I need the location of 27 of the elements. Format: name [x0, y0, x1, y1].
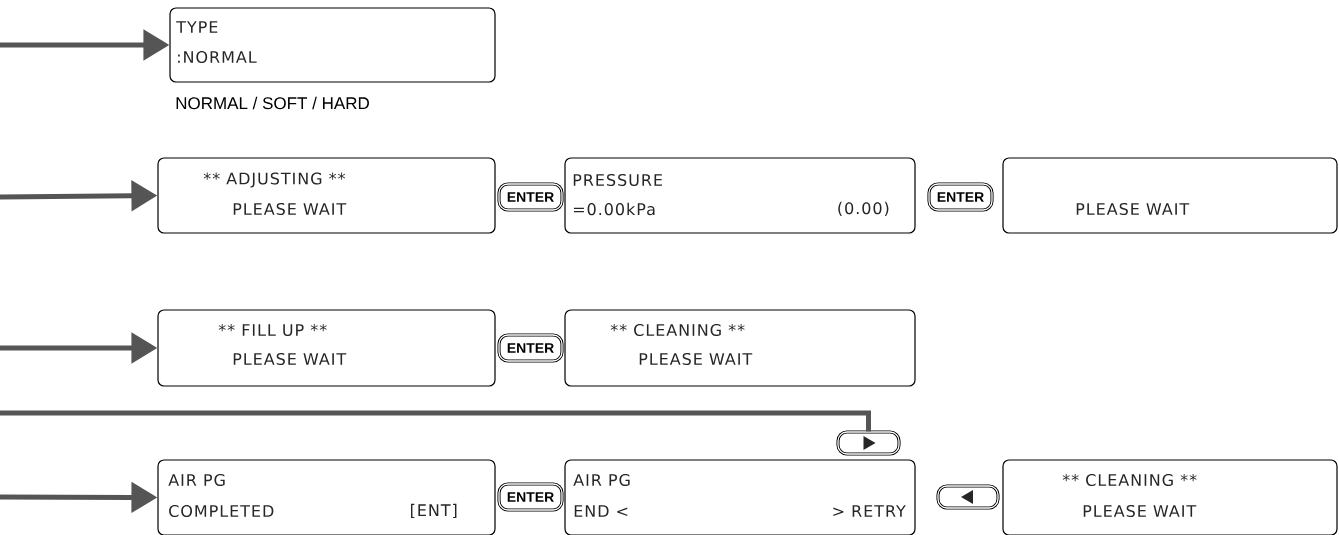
enter-key: ENTER — [497, 333, 564, 363]
screen-text: PLEASE WAIT — [233, 202, 347, 216]
screen-text: AIR PG — [573, 473, 630, 487]
screen-text: PLEASE WAIT — [1076, 202, 1190, 216]
enter-key: ENTER — [497, 482, 564, 512]
screen-text: ** ADJUSTING ** — [203, 172, 346, 188]
screen-text: ** CLEANING ** — [1062, 473, 1197, 487]
screen-text: ** FILL UP ** — [218, 323, 327, 337]
screen-text: COMPLETED — [169, 504, 274, 518]
screen-text: > RETRY — [833, 505, 906, 517]
screen-text: PLEASE WAIT — [1083, 504, 1197, 518]
enter-key: ENTER — [497, 182, 564, 212]
enter-key: ENTER — [927, 182, 994, 212]
screen-text: [ENT] — [411, 503, 457, 519]
screen-text: PRESSURE — [573, 173, 662, 187]
screen-text: ** CLEANING ** — [610, 323, 745, 337]
screen-text: PLEASE WAIT — [233, 352, 347, 366]
screen-text: (0.00) — [838, 201, 889, 217]
screen-text: AIR PG — [168, 473, 225, 487]
screen-text: TYPE — [176, 21, 218, 33]
screen-text: :NORMAL — [178, 50, 257, 64]
screen-text: =0.00kPa — [573, 202, 655, 216]
arrow-key — [836, 430, 901, 456]
screen-text: END < — [574, 505, 628, 517]
screen-text: PLEASE WAIT — [639, 352, 753, 366]
option-text: NORMAL / SOFT / HARD — [176, 96, 369, 110]
arrow-key — [936, 484, 1000, 510]
